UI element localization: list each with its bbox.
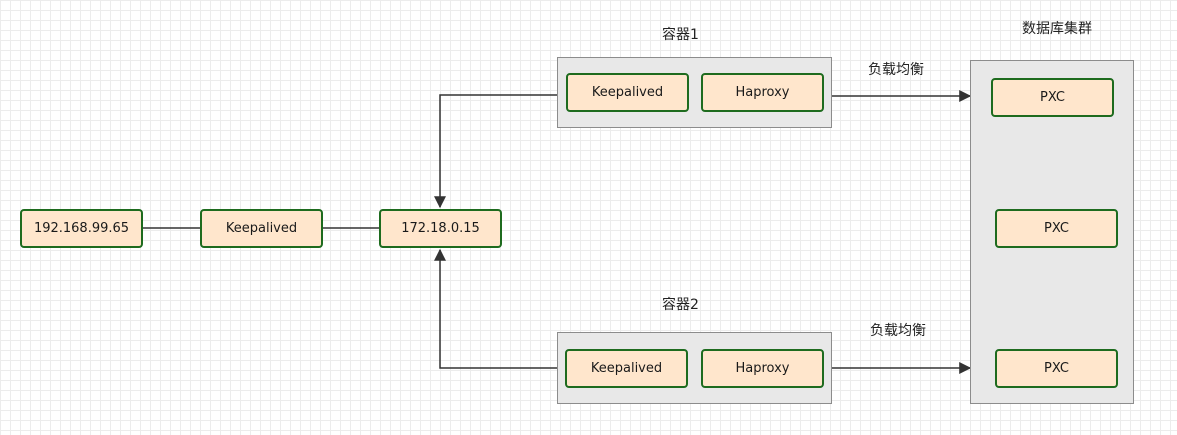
node-internal-vip[interactable]: 172.18.0.15 bbox=[379, 209, 502, 248]
edge-container1-to-internal-vip bbox=[434, 94, 557, 209]
node-container2-keepalived[interactable]: Keepalived bbox=[565, 349, 688, 388]
node-pxc-3[interactable]: PXC bbox=[995, 349, 1118, 388]
node-container1-haproxy[interactable]: Haproxy bbox=[701, 73, 824, 112]
db-cluster-label: 数据库集群 bbox=[1022, 21, 1092, 37]
node-vip[interactable]: 192.168.99.65 bbox=[20, 209, 143, 248]
container2-label: 容器2 bbox=[662, 297, 699, 313]
edge-container2-to-internal-vip bbox=[434, 248, 557, 369]
node-pxc-2[interactable]: PXC bbox=[995, 209, 1118, 248]
node-keepalived-main[interactable]: Keepalived bbox=[200, 209, 323, 248]
lb-top-label: 负载均衡 bbox=[868, 62, 924, 78]
container1-label: 容器1 bbox=[662, 27, 699, 43]
node-container1-keepalived[interactable]: Keepalived bbox=[566, 73, 689, 112]
node-container2-haproxy[interactable]: Haproxy bbox=[701, 349, 824, 388]
node-pxc-1[interactable]: PXC bbox=[991, 78, 1114, 117]
lb-bottom-label: 负载均衡 bbox=[870, 323, 926, 339]
